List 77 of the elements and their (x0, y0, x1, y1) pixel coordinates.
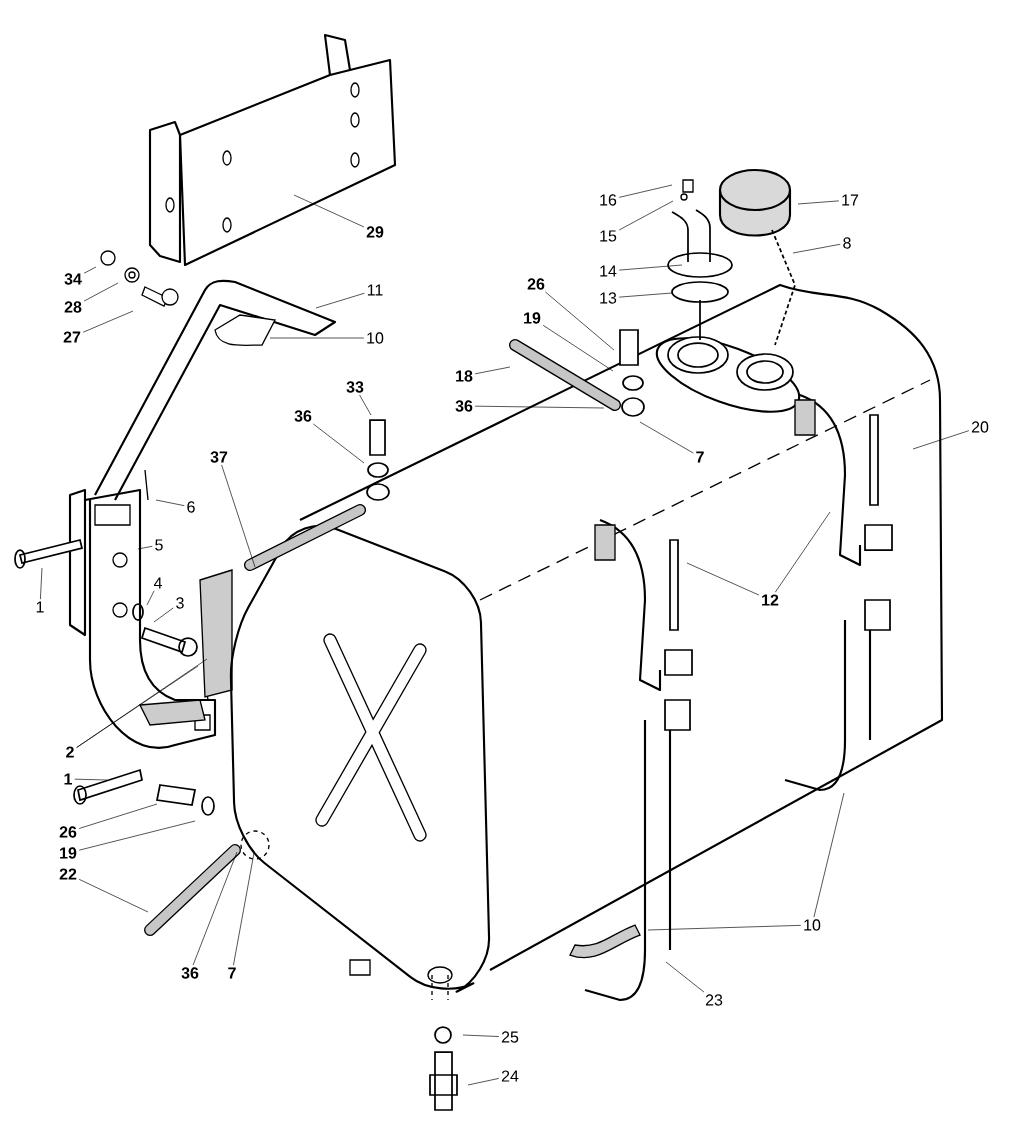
leader-line (474, 405, 605, 409)
leader-line (542, 324, 614, 372)
callout-number: 26 (527, 278, 545, 290)
leader-line (83, 266, 97, 274)
callout-number: 1 (64, 773, 72, 785)
callout-number: 36 (455, 400, 473, 412)
callout-number: 7 (696, 451, 704, 463)
leader-line (462, 1034, 500, 1037)
leader-line (775, 511, 831, 593)
callout-number: 8 (843, 237, 851, 249)
leader-line (467, 1078, 500, 1086)
callout-number: 26 (59, 826, 77, 838)
callout-number: 13 (600, 292, 617, 304)
leader-line (813, 792, 845, 918)
callout-number: 36 (294, 410, 312, 422)
leader-line (639, 421, 694, 454)
callout-number: 34 (64, 273, 82, 285)
callout-number: 4 (153, 577, 162, 589)
callout-number: 20 (971, 421, 989, 433)
callout-number: 19 (60, 847, 77, 859)
leader-line (359, 394, 372, 416)
callout-number: 2 (66, 746, 74, 758)
callout-number: 17 (842, 194, 859, 206)
callout-number: 12 (762, 594, 779, 606)
leader-line (269, 337, 365, 339)
callout-number: 18 (456, 370, 473, 382)
leader-line (192, 851, 238, 966)
leader-line (474, 366, 511, 375)
leader-line (233, 852, 255, 966)
leader-line (82, 310, 134, 333)
leader-line (618, 292, 673, 298)
callout-number: 5 (155, 539, 163, 551)
callout-number: 6 (187, 501, 195, 513)
callout-number: 25 (501, 1031, 519, 1043)
leader-line (78, 803, 158, 829)
callout-number: 37 (210, 451, 228, 463)
leader-line (221, 464, 256, 568)
callout-number: 23 (705, 994, 723, 1006)
leader-line (153, 607, 174, 623)
callout-number: 11 (367, 284, 383, 296)
callout-number: 14 (600, 265, 617, 277)
leader-line (83, 282, 119, 302)
callout-number: 22 (59, 868, 77, 880)
leader-line (78, 878, 149, 913)
leader-line (792, 243, 841, 254)
leader-line (665, 961, 705, 993)
callout-number: 29 (366, 226, 384, 238)
leader-line (315, 292, 365, 309)
callout-number: 24 (501, 1070, 519, 1082)
leader-line (545, 291, 615, 351)
leader-line (797, 200, 840, 205)
callout-number: 7 (228, 967, 236, 979)
callout-number: 15 (600, 230, 617, 242)
leader-line (618, 200, 674, 231)
callout-number: 33 (346, 381, 364, 393)
leader-line (312, 423, 365, 464)
callout-number: 10 (367, 332, 384, 344)
leader-line (78, 820, 196, 851)
callout-number: 10 (804, 919, 821, 931)
leader-line (686, 562, 760, 596)
callout-number: 28 (64, 301, 82, 313)
leader-line (618, 264, 683, 271)
leader-line (912, 430, 970, 450)
leader-line (137, 545, 153, 550)
callout-number: 3 (176, 597, 184, 609)
leader-line (293, 194, 365, 228)
leader-line (40, 567, 43, 600)
callout-number: 1 (36, 601, 44, 613)
callout-number: 19 (524, 312, 541, 324)
leader-line (155, 499, 185, 506)
callout-number: 16 (600, 194, 617, 206)
leader-line (74, 778, 108, 781)
callout-number: 27 (63, 331, 81, 343)
leader-line (647, 925, 802, 931)
leader-line (618, 184, 673, 198)
callout-number: 36 (181, 967, 199, 979)
leader-line (146, 590, 155, 606)
